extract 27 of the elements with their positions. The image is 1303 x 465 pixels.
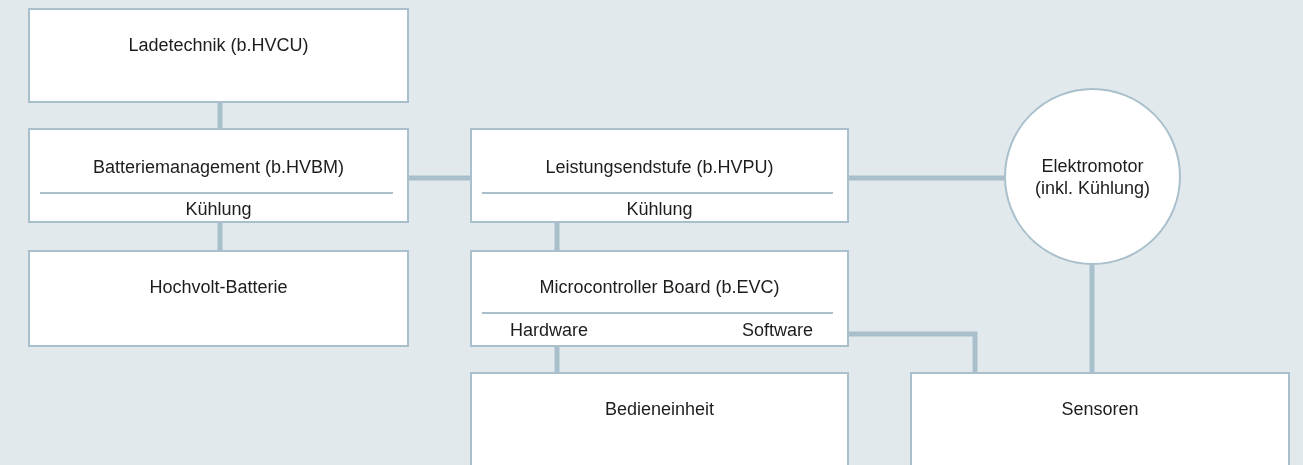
connector-line [849,331,978,372]
component-box [28,128,409,223]
component-box [910,372,1290,465]
component-label: Microcontroller Board (b.EVC) [539,276,780,298]
component-label: Batteriemanagement (b.HVBM) [92,156,345,178]
component-label: Leistungsendstufe (b.HVPU) [545,156,774,178]
component-label: Bedieneinheit [604,398,715,420]
connector-line [217,103,223,128]
component-box [28,8,409,103]
connector-line [849,175,1004,181]
connector-line [409,175,470,181]
section-label: Hardware [510,319,589,341]
component-label: Sensoren [1061,398,1139,420]
component-label: Ladetechnik (b.HVCU) [128,34,309,56]
component-box [28,250,409,347]
section-label: Kühlung [626,198,693,220]
connector-line [217,223,223,250]
component-box [470,250,849,347]
component-label: Hochvolt-Batterie [149,276,288,298]
connector-line [1089,265,1095,372]
component-box [470,128,849,223]
section-label: Kühlung [185,198,252,220]
component-box [470,372,849,465]
connector-line [554,347,560,372]
component-label: Elektromotor (inkl. Kühlung) [1033,154,1152,199]
connector-line [554,223,560,250]
section-label: Software [741,319,813,341]
